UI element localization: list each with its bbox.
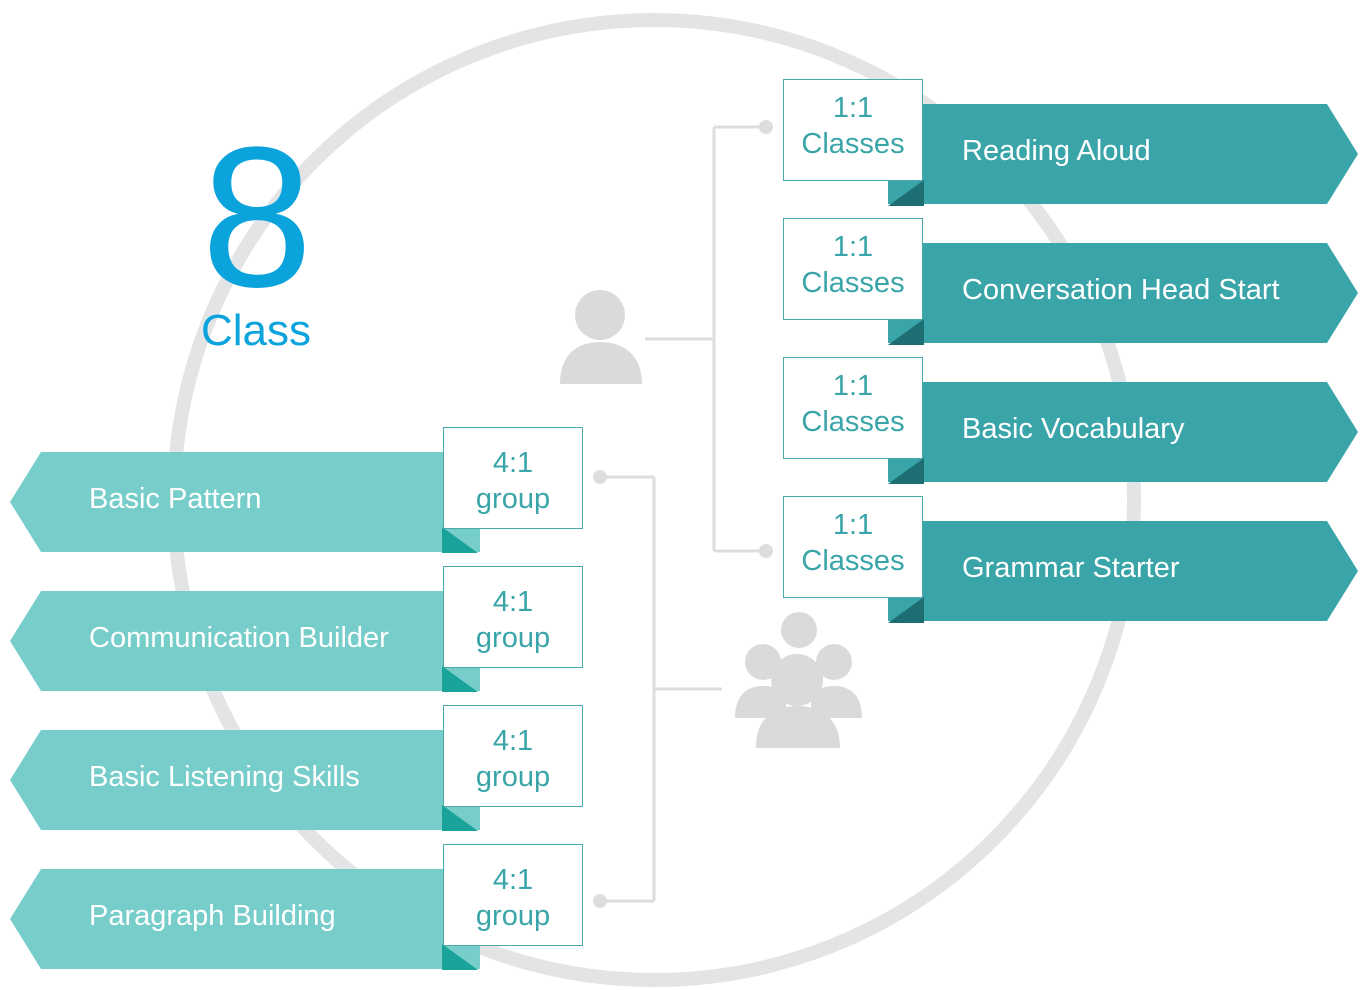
course-title: Paragraph Building bbox=[89, 900, 336, 932]
left-connector bbox=[601, 475, 722, 903]
ratio-value: 4:1 bbox=[492, 864, 534, 896]
course-title: Basic Vocabulary bbox=[962, 413, 1185, 445]
connector-dot bbox=[759, 544, 773, 558]
ratio-unit: Classes bbox=[801, 128, 905, 160]
ratio-tag: 1:1 Classes bbox=[783, 79, 923, 181]
course-title: Basic Listening Skills bbox=[89, 761, 360, 793]
course-arrow bbox=[10, 730, 480, 830]
ratio-value: 4:1 bbox=[492, 586, 534, 618]
ratio-tag: 4:1 group bbox=[443, 566, 583, 668]
ratio-tag: 1:1 Classes bbox=[783, 357, 923, 459]
ratio-value: 4:1 bbox=[492, 447, 534, 479]
ratio-value: 1:1 bbox=[832, 509, 874, 541]
class-count: 8 bbox=[201, 106, 313, 329]
group-icon bbox=[735, 612, 862, 748]
course-title: Basic Pattern bbox=[89, 483, 262, 515]
ratio-tag: 4:1 group bbox=[443, 705, 583, 807]
course-title: Conversation Head Start bbox=[962, 274, 1280, 306]
ratio-tag: 4:1 group bbox=[443, 427, 583, 529]
connector-dot bbox=[593, 894, 607, 908]
course-arrow bbox=[888, 104, 1358, 204]
ratio-value: 1:1 bbox=[832, 92, 874, 124]
ratio-unit: Classes bbox=[801, 267, 905, 299]
class-count-label: Class bbox=[200, 306, 312, 355]
course-arrow bbox=[10, 591, 480, 691]
course-title: Grammar Starter bbox=[962, 552, 1180, 584]
ratio-unit: group bbox=[475, 900, 551, 932]
course-arrow bbox=[888, 521, 1358, 621]
course-arrow bbox=[10, 869, 480, 969]
ratio-value: 1:1 bbox=[832, 370, 874, 402]
course-arrow bbox=[888, 382, 1358, 482]
course-title: Communication Builder bbox=[89, 622, 389, 654]
ratio-unit: Classes bbox=[801, 406, 905, 438]
course-arrow bbox=[888, 243, 1358, 343]
ratio-tag: 4:1 group bbox=[443, 844, 583, 946]
course-arrow bbox=[10, 452, 480, 552]
ratio-value: 4:1 bbox=[492, 725, 534, 757]
ratio-unit: group bbox=[475, 622, 551, 654]
ratio-unit: group bbox=[475, 761, 551, 793]
person-icon bbox=[560, 290, 642, 384]
course-title: Reading Aloud bbox=[962, 135, 1151, 167]
ratio-unit: Classes bbox=[801, 545, 905, 577]
connector-dot bbox=[759, 120, 773, 134]
ratio-unit: group bbox=[475, 483, 551, 515]
right-connector bbox=[645, 125, 765, 553]
ratio-tag: 1:1 Classes bbox=[783, 496, 923, 598]
connector-dot bbox=[593, 470, 607, 484]
ratio-value: 1:1 bbox=[832, 231, 874, 263]
ratio-tag: 1:1 Classes bbox=[783, 218, 923, 320]
